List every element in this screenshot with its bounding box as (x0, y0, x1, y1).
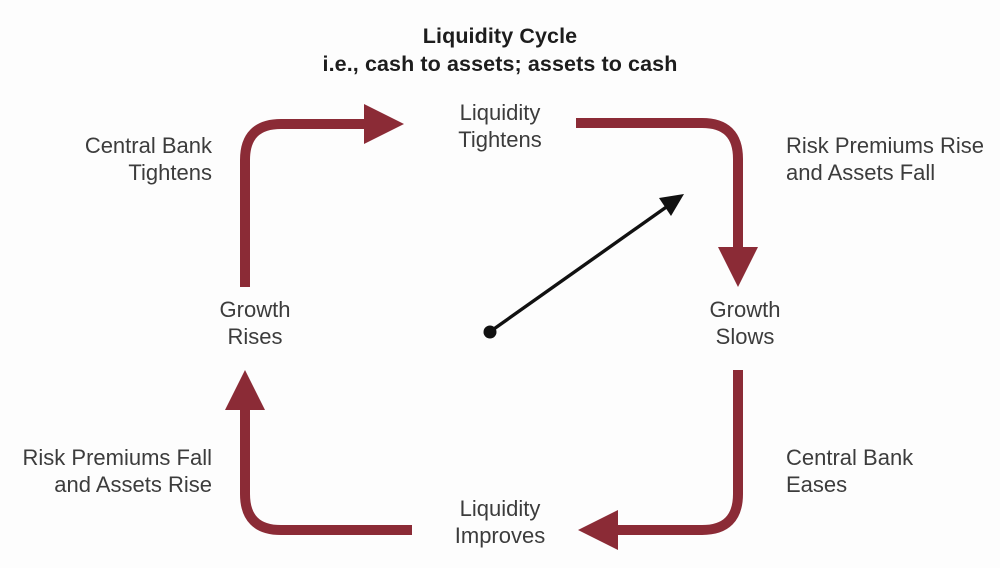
edge-label-central-bank-eases: Central Bank Eases (786, 445, 914, 498)
arrow-diagonal-position-indicator (483, 194, 684, 339)
arrow-growth-slows-to-liquidity-improves (578, 370, 743, 550)
edge-label-risk-premiums-rise: Risk Premiums Rise and Assets Fall (786, 133, 985, 186)
arrow-liquidity-improves-to-growth-rises (225, 370, 412, 535)
edge-label-central-bank-tightens: Central Bank Tightens (84, 133, 212, 186)
arrow-liquidity-tightens-to-growth-slows (576, 118, 758, 287)
edge-label-risk-premiums-fall: Risk Premiums Fall and Assets Rise (22, 445, 212, 498)
node-label-liquidity-improves: Liquidity Improves (454, 496, 546, 549)
node-label-growth-slows: Growth Slows (709, 297, 781, 350)
arrow-growth-rises-to-liquidity-tightens (240, 104, 404, 287)
page-title: Liquidity Cycle i.e., cash to assets; as… (0, 22, 1000, 79)
title-line-2: i.e., cash to assets; assets to cash (322, 52, 678, 77)
title-line-1: Liquidity Cycle (422, 24, 578, 48)
node-label-liquidity-tightens: Liquidity Tightens (458, 100, 542, 153)
node-label-growth-rises: Growth Rises (219, 297, 291, 350)
